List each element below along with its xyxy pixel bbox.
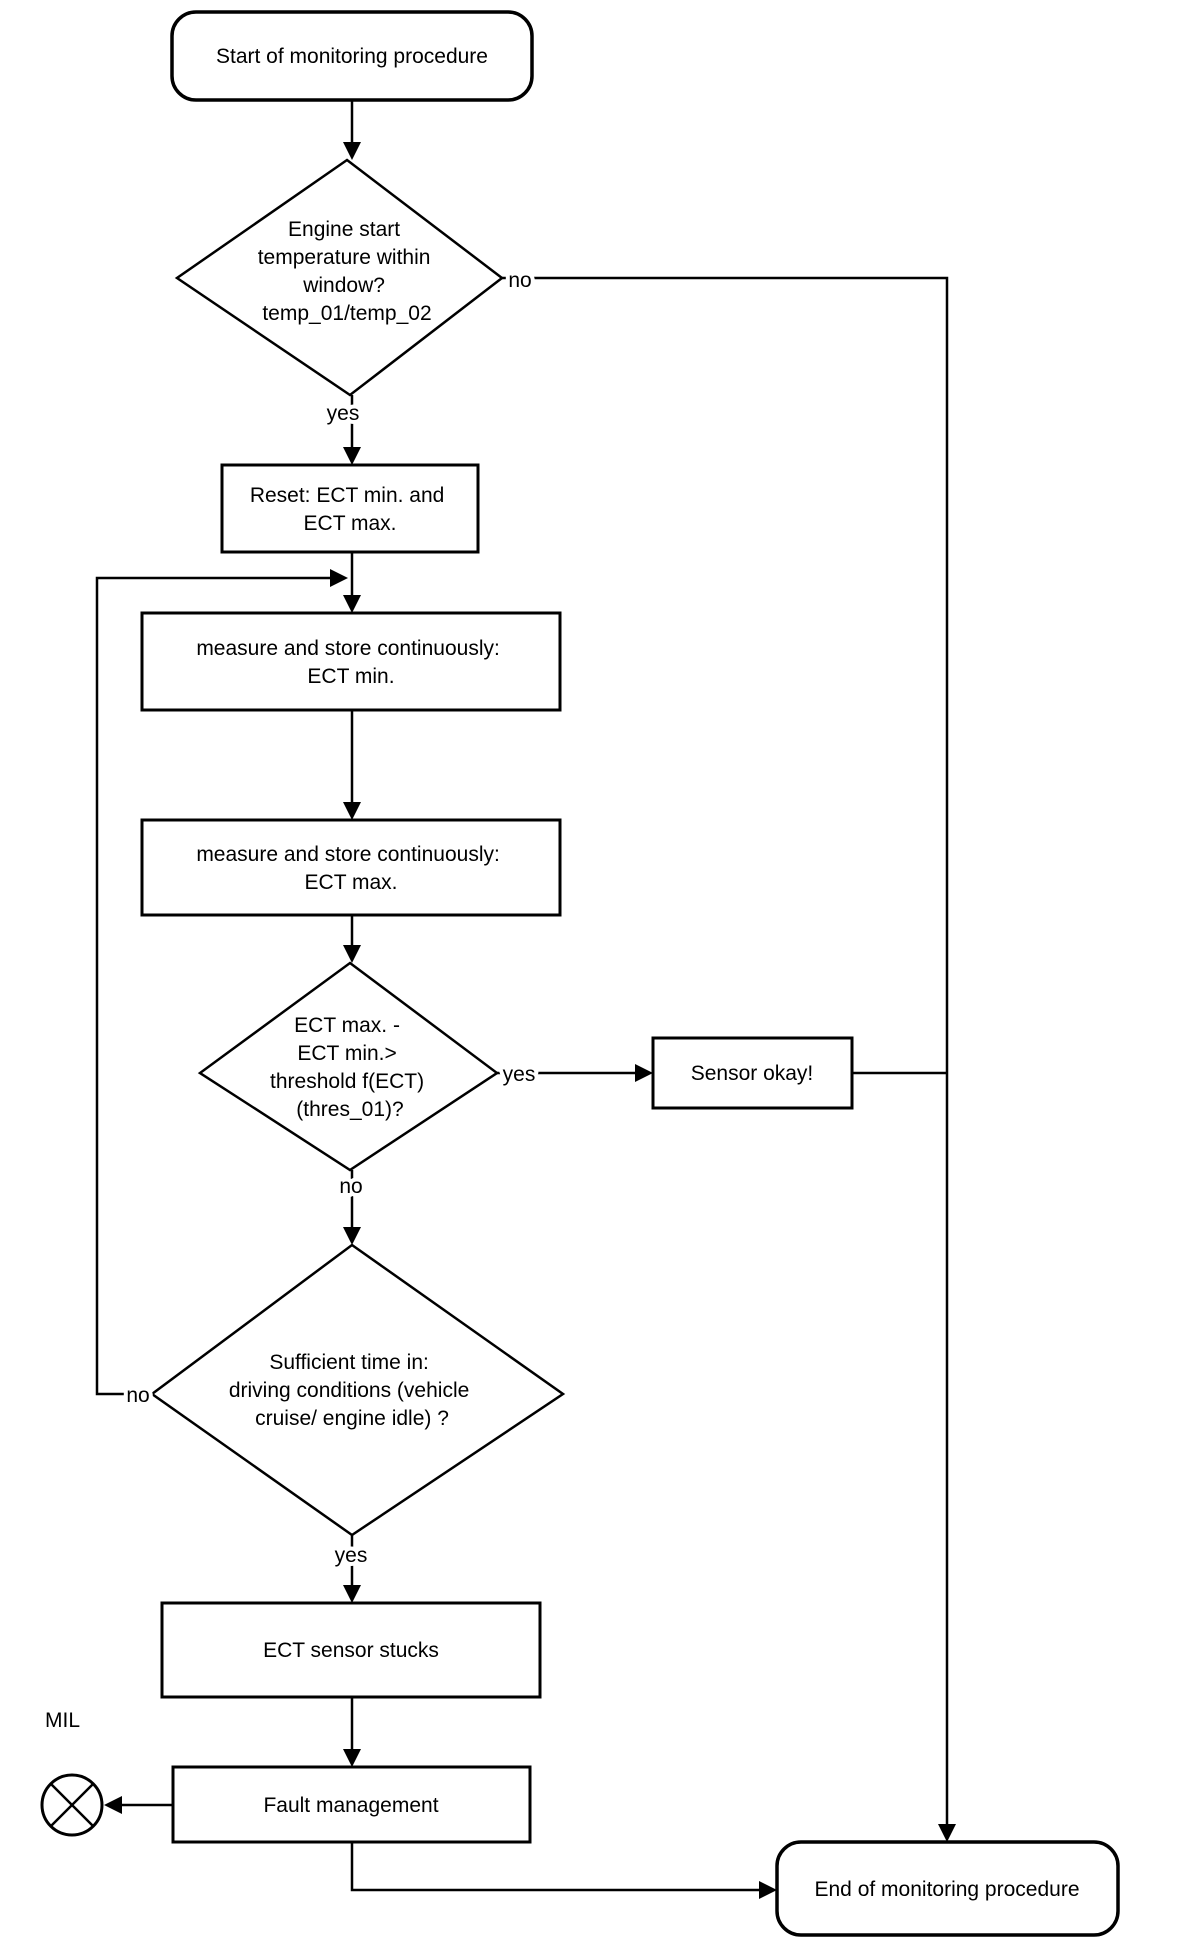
sufficient-time-decision-shape bbox=[149, 1243, 566, 1537]
sufficient-time-decision-label: Sufficient time in: driving conditions (… bbox=[229, 1351, 475, 1430]
arrowhead-into-time-decision bbox=[343, 1227, 361, 1245]
ect-sensor-stucks-box-label: ECT sensor stucks bbox=[263, 1639, 439, 1662]
measure-min-line2: ECT min. bbox=[307, 665, 394, 688]
sufficient-time-line1: Sufficient time in: bbox=[269, 1351, 429, 1374]
threshold-decision-shape bbox=[197, 961, 500, 1172]
arrowhead-into-measure-max bbox=[343, 802, 361, 820]
temp-window-decision-shape bbox=[174, 158, 505, 397]
start-terminal-label: Start of monitoring procedure bbox=[216, 45, 488, 68]
edge-label-threshold-yes: yes bbox=[503, 1063, 536, 1086]
connectors bbox=[95, 100, 956, 1899]
reset-box-shape bbox=[220, 463, 480, 554]
end-terminal-label: End of monitoring procedure bbox=[815, 1878, 1080, 1901]
edge-label-time-yes: yes bbox=[335, 1544, 368, 1567]
measure-min-box: measure and store continuously: ECT min. bbox=[140, 611, 562, 712]
reset-line2: ECT max. bbox=[304, 512, 397, 535]
arrowhead-into-reset bbox=[343, 447, 361, 465]
sensor-okay-box: Sensor okay! bbox=[651, 1036, 854, 1110]
reset-line1: Reset: ECT min. and bbox=[250, 484, 445, 507]
temp-window-line3: window? bbox=[302, 274, 385, 297]
threshold-line4: (thres_01)? bbox=[296, 1098, 403, 1121]
threshold-decision: ECT max. - ECT min.> threshold f(ECT) (t… bbox=[197, 961, 500, 1172]
mil-indicator: MIL bbox=[40, 1709, 104, 1837]
arrowhead-into-measure-min bbox=[343, 595, 361, 613]
arrowhead-into-end-top bbox=[938, 1824, 956, 1842]
mil-lamp-icon bbox=[40, 1773, 104, 1837]
mil-label: MIL bbox=[45, 1709, 80, 1732]
measure-max-line2: ECT max. bbox=[305, 871, 398, 894]
fault-management-box-shape bbox=[171, 1765, 532, 1844]
end-terminal: End of monitoring procedure bbox=[775, 1840, 1120, 1937]
sufficient-time-line2: driving conditions (vehicle bbox=[229, 1379, 469, 1402]
temp-window-decision-label: Engine start temperature within window? … bbox=[258, 218, 437, 325]
ect-sensor-stucks-box-shape bbox=[160, 1601, 542, 1699]
measure-min-line1: measure and store continuously: bbox=[196, 637, 500, 660]
edge-label-threshold-no: no bbox=[339, 1175, 362, 1198]
mil-lamp-x-stroke2 bbox=[50, 1783, 94, 1827]
end-terminal-shape bbox=[775, 1840, 1120, 1937]
arrowhead-into-sensor-okay bbox=[635, 1064, 653, 1082]
reset-box: Reset: ECT min. and ECT max. bbox=[220, 463, 480, 554]
threshold-line2: ECT min.> bbox=[297, 1042, 396, 1065]
sensor-okay-box-label: Sensor okay! bbox=[691, 1062, 814, 1085]
threshold-decision-label: ECT max. - ECT min.> threshold f(ECT) (t… bbox=[270, 1014, 430, 1121]
threshold-line3: threshold f(ECT) bbox=[270, 1070, 424, 1093]
connector-temp-no-to-end bbox=[502, 276, 949, 1826]
edge-labels: no yes yes no no yes bbox=[122, 265, 539, 1571]
arrowhead-into-fault bbox=[343, 1749, 361, 1767]
edge-label-time-no: no bbox=[126, 1384, 149, 1407]
sufficient-time-line3: cruise/ engine idle) ? bbox=[255, 1407, 449, 1430]
arrowhead-into-threshold-decision bbox=[343, 945, 361, 963]
measure-max-box-label: measure and store continuously: ECT max. bbox=[196, 843, 505, 894]
arrowhead-into-temp-decision bbox=[343, 142, 361, 160]
sensor-okay-box-shape bbox=[651, 1036, 854, 1110]
start-terminal-shape bbox=[170, 10, 534, 102]
temp-window-decision: Engine start temperature within window? … bbox=[174, 158, 505, 397]
connector-fault-to-end bbox=[350, 1842, 759, 1892]
measure-max-box: measure and store continuously: ECT max. bbox=[140, 818, 562, 917]
measure-max-line1: measure and store continuously: bbox=[196, 843, 500, 866]
reset-box-label: Reset: ECT min. and ECT max. bbox=[250, 484, 450, 535]
fault-management-box: Fault management bbox=[171, 1765, 532, 1844]
temp-window-line4: temp_01/temp_02 bbox=[262, 302, 431, 325]
fault-management-box-label: Fault management bbox=[263, 1794, 438, 1817]
temp-window-line1: Engine start bbox=[288, 218, 400, 241]
start-terminal: Start of monitoring procedure bbox=[170, 10, 534, 102]
arrowhead-into-end-left bbox=[759, 1881, 777, 1899]
sufficient-time-decision: Sufficient time in: driving conditions (… bbox=[149, 1243, 566, 1537]
edge-label-temp-yes: yes bbox=[327, 402, 360, 425]
temp-window-line2: temperature within bbox=[258, 246, 431, 269]
edge-label-temp-no: no bbox=[508, 269, 531, 292]
connector-loop-return bbox=[95, 576, 330, 1396]
ect-sensor-stucks-box: ECT sensor stucks bbox=[160, 1601, 542, 1699]
measure-max-box-shape bbox=[140, 818, 562, 917]
arrowhead-into-stucks bbox=[343, 1585, 361, 1603]
arrowhead-into-mil bbox=[104, 1796, 122, 1814]
arrowhead-loop-merge bbox=[330, 569, 348, 587]
measure-min-box-shape bbox=[140, 611, 562, 712]
measure-min-box-label: measure and store continuously: ECT min. bbox=[196, 637, 505, 688]
threshold-line1: ECT max. - bbox=[294, 1014, 400, 1037]
